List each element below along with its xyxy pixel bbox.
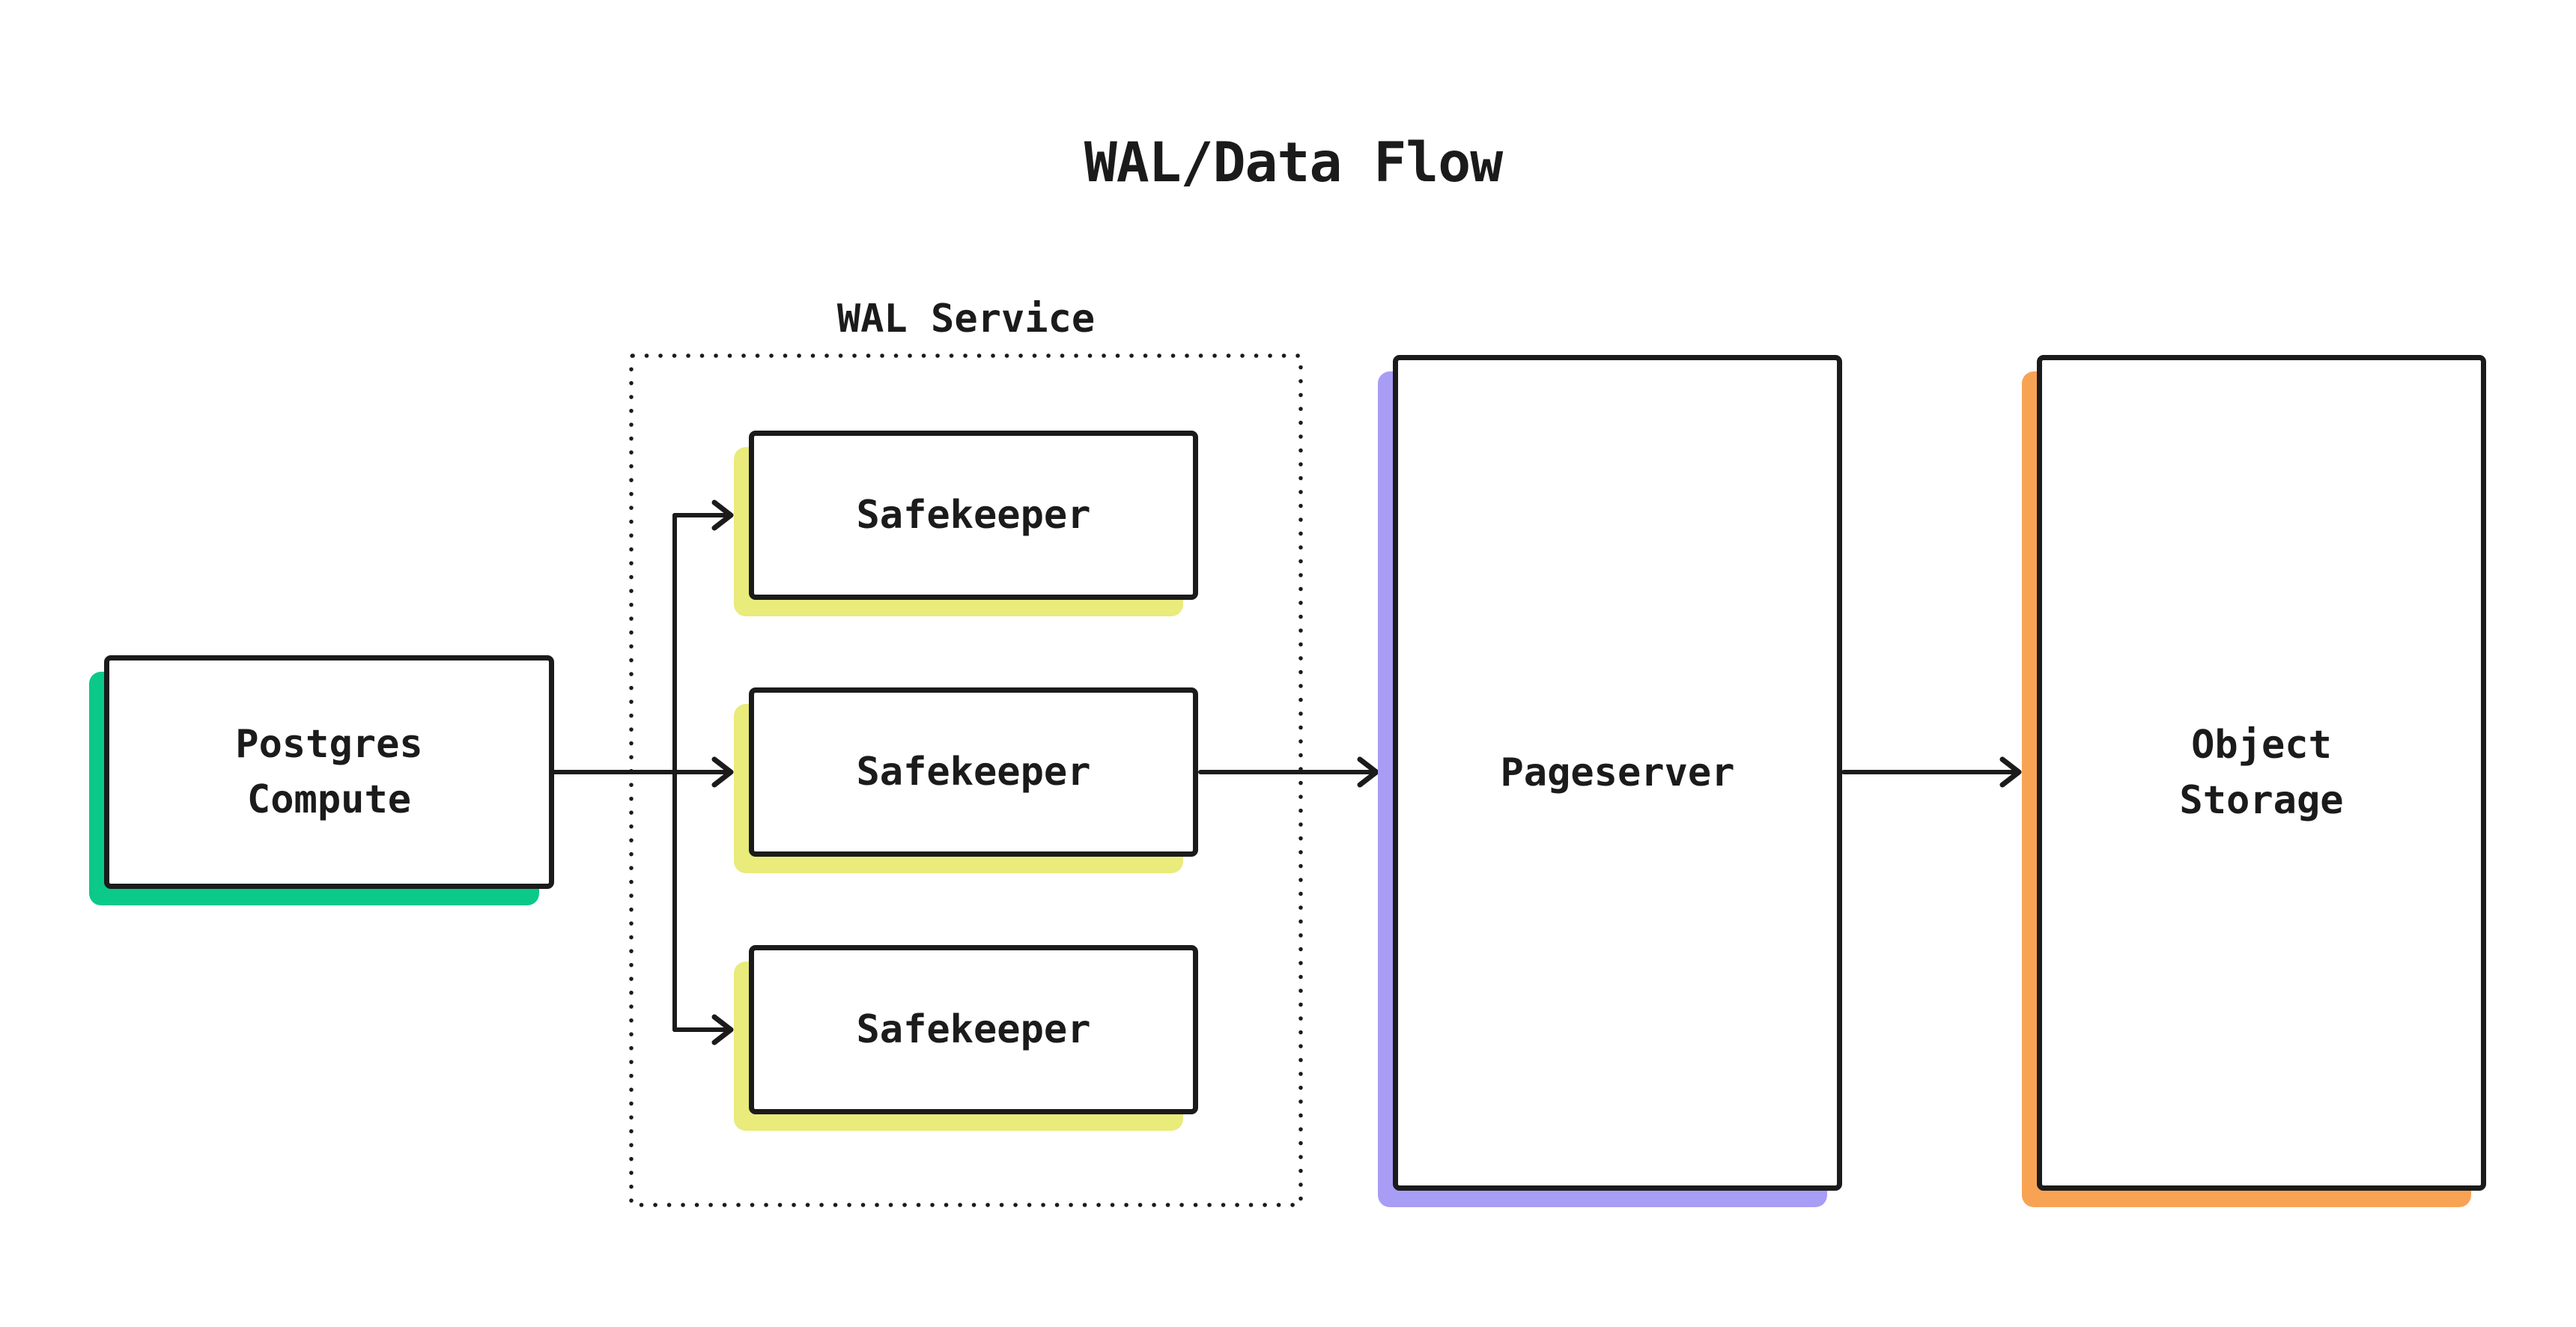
node-safekeeper-1-body: Safekeeper bbox=[749, 431, 1198, 600]
node-postgres-compute-body: Postgres Compute bbox=[104, 655, 554, 889]
diagram-title: WAL/Data Flow bbox=[1084, 131, 1503, 195]
node-pageserver-body: Pageserver bbox=[1393, 355, 1842, 1191]
node-pageserver: Pageserver bbox=[1378, 355, 1842, 1207]
node-label: Object Storage bbox=[2179, 723, 2344, 823]
node-label: Safekeeper bbox=[856, 493, 1091, 538]
edge-to-safekeeper2-arrowhead bbox=[711, 756, 734, 788]
node-safekeeper-3: Safekeeper bbox=[734, 945, 1198, 1131]
node-label: Pageserver bbox=[1500, 750, 1735, 795]
node-safekeeper-3-body: Safekeeper bbox=[749, 945, 1198, 1114]
node-postgres-compute: Postgres Compute bbox=[89, 655, 554, 905]
wal-service-dotted-border bbox=[629, 353, 1303, 1207]
edge-to-safekeeper3-arrowhead bbox=[711, 1014, 734, 1045]
edge-to-safekeeper1-arrowhead bbox=[711, 499, 734, 531]
node-safekeeper-2: Safekeeper bbox=[734, 687, 1198, 873]
node-safekeeper-2-body: Safekeeper bbox=[749, 687, 1198, 857]
node-label: Safekeeper bbox=[856, 1007, 1091, 1052]
node-object-storage: Object Storage bbox=[2022, 355, 2486, 1207]
wal-service-group-label: WAL Service bbox=[836, 297, 1096, 341]
edge-pageserver-to-objectstorage-arrowhead bbox=[1999, 756, 2022, 788]
node-object-storage-body: Object Storage bbox=[2037, 355, 2486, 1191]
node-label: Safekeeper bbox=[856, 750, 1091, 795]
node-label: Postgres Compute bbox=[235, 722, 423, 822]
edge-safekeeper2-to-pageserver-arrowhead bbox=[1357, 756, 1379, 788]
node-safekeeper-1: Safekeeper bbox=[734, 431, 1198, 616]
